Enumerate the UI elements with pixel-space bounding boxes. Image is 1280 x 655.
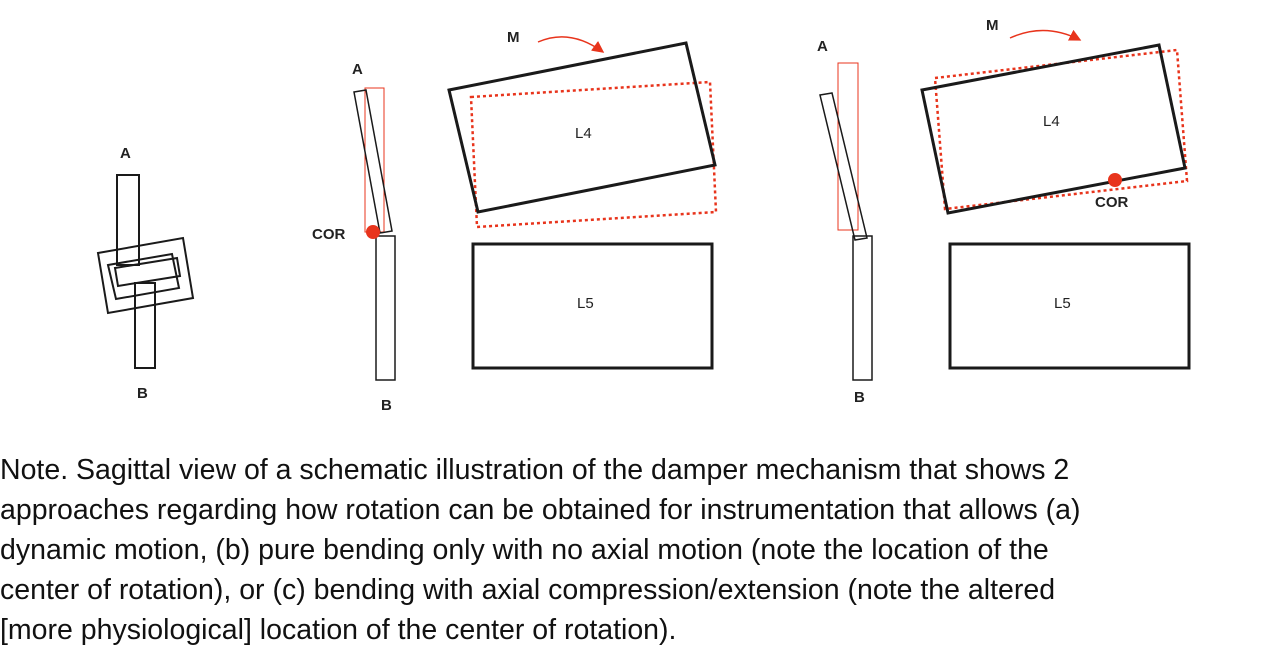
- panel-c-label-bottom: B: [854, 389, 865, 406]
- panel-b-l4-label: L4: [575, 125, 592, 142]
- figure-caption: Note. Sagittal view of a schematic illus…: [0, 450, 1280, 650]
- panel-a-upper-rod: [116, 174, 140, 266]
- panel-b-cor-label: COR: [312, 226, 346, 243]
- panel-a-damper: [96, 174, 195, 369]
- panel-c-l5-label: L5: [1054, 295, 1071, 312]
- panel-a-t-head: [113, 256, 182, 288]
- caption-line: center of rotation), or (c) bending with…: [0, 574, 1056, 606]
- panel-b-rod: [353, 87, 396, 381]
- panel-b-moment-arrow: [537, 36, 605, 53]
- panel-b-moment-label: M: [507, 29, 520, 46]
- panel-b-l4-block: [447, 41, 717, 214]
- panel-b-l5-block: [471, 242, 714, 370]
- panel-c-l4-original: [933, 48, 1189, 211]
- panel-a-lower-rod: [134, 282, 156, 369]
- panel-c-moment-arrow: [1009, 29, 1082, 41]
- caption-line: approaches regarding how rotation can be…: [0, 494, 1081, 526]
- panel-c-cor-marker: [1108, 173, 1122, 187]
- panel-b-label-top: A: [352, 61, 363, 78]
- panel-b-label-bottom: B: [381, 397, 392, 414]
- panel-c-l5-block: [948, 242, 1191, 370]
- panel-b-l5-label: L5: [577, 295, 594, 312]
- panel-a-inner-housing: [106, 252, 181, 301]
- panel-b-upper-rod: [353, 89, 393, 234]
- panel-a-outer-housing: [96, 236, 195, 315]
- panel-b-lower-rod: [375, 235, 396, 381]
- caption-line: dynamic motion, (b) pure bending only wi…: [0, 534, 1049, 566]
- panel-c-original-upper-rod: [837, 62, 859, 231]
- panel-c-l4-block: [920, 43, 1187, 215]
- panel-b-vertebrae: [447, 36, 718, 370]
- panel-c-moment-label: M: [986, 17, 999, 34]
- panel-b-cor-marker: [366, 225, 380, 239]
- panel-b-original-upper-rod: [364, 87, 385, 233]
- panel-c-rod: [819, 62, 873, 381]
- panel-a-label-top: A: [120, 145, 131, 162]
- panel-c-cor-label: COR: [1095, 194, 1129, 211]
- caption-line: [more physiological] location of the cen…: [0, 614, 677, 646]
- panel-c-label-top: A: [817, 38, 828, 55]
- panel-c-l4-label: L4: [1043, 113, 1060, 130]
- panel-c-lower-rod: [852, 235, 873, 381]
- panel-c-vertebrae: [920, 29, 1191, 370]
- panel-c-upper-rod: [819, 92, 868, 241]
- damper-diagram: A B A COR B M L4 L5 A B M L4 COR L5: [96, 17, 1191, 414]
- caption-line: Note. Sagittal view of a schematic illus…: [0, 454, 1070, 486]
- panel-a-label-bottom: B: [137, 385, 148, 402]
